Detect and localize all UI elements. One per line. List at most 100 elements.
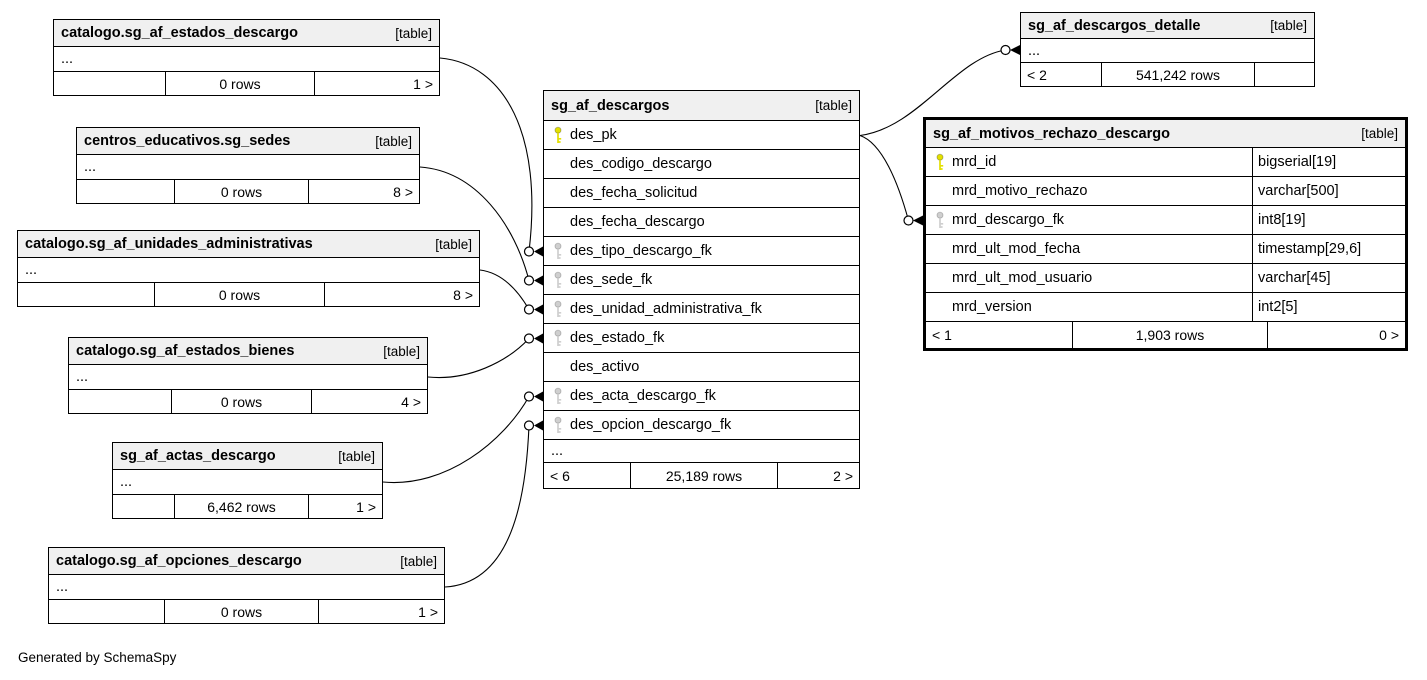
column-type: bigserial[19] bbox=[1252, 148, 1405, 176]
footer-left-degree: < 2 bbox=[1027, 66, 1047, 83]
footer-row-count: 0 rows bbox=[164, 600, 318, 623]
column-type: int2[5] bbox=[1252, 293, 1405, 321]
table-title: catalogo.sg_af_estados_bienes bbox=[76, 343, 295, 359]
footer-row-count: 25,189 rows bbox=[630, 463, 777, 488]
footer-row-count: 541,242 rows bbox=[1101, 63, 1254, 86]
column-row: des_acta_descargo_fk bbox=[544, 382, 859, 411]
column-type: timestamp[29,6] bbox=[1252, 235, 1405, 263]
table-header: catalogo.sg_af_estados_descargo [table] bbox=[54, 20, 439, 47]
column-name: mrd_id bbox=[952, 154, 997, 170]
table-title: sg_af_descargos bbox=[551, 97, 670, 114]
column-name: des_codigo_descargo bbox=[570, 156, 712, 172]
column-row: des_fecha_solicitud bbox=[544, 179, 859, 208]
table-unidades-administrativas[interactable]: catalogo.sg_af_unidades_administrativas … bbox=[17, 230, 480, 307]
footer-left-degree bbox=[49, 600, 164, 623]
table-header: sg_af_actas_descargo [table] bbox=[113, 443, 382, 470]
table-actas-descargo[interactable]: sg_af_actas_descargo [table] ... 6,462 r… bbox=[112, 442, 383, 519]
foreign-key-icon bbox=[551, 242, 565, 260]
foreign-key-icon bbox=[551, 271, 565, 289]
table-footer: 0 rows 8 > bbox=[77, 180, 419, 203]
footer-right-degree: 2 > bbox=[777, 463, 859, 488]
footer-row-count: 0 rows bbox=[171, 390, 311, 413]
edge-estados-bienes-to-des-estado-fk bbox=[427, 338, 530, 379]
footer-row-count: 0 rows bbox=[165, 72, 314, 95]
edge-des-pk-to-mrd-descargo-fk bbox=[859, 134, 910, 221]
table-title: sg_af_descargos_detalle bbox=[1028, 17, 1201, 34]
table-footer: 6,462 rows 1 > bbox=[113, 495, 382, 518]
table-header: catalogo.sg_af_opciones_descargo [table] bbox=[49, 548, 444, 575]
footer-right-degree: 1 > bbox=[318, 600, 444, 623]
column-name: mrd_motivo_rechazo bbox=[952, 183, 1088, 199]
footer-left-degree bbox=[54, 72, 165, 95]
column-row: des_unidad_administrativa_fk bbox=[544, 295, 859, 324]
edge-opciones-descargo-to-des-opcion-descargo-fk bbox=[444, 425, 530, 588]
table-sg-sedes[interactable]: centros_educativos.sg_sedes [table] ... … bbox=[76, 127, 420, 204]
footer-row-count: 0 rows bbox=[174, 180, 308, 203]
column-row: mrd_descargo_fk int8[19] bbox=[926, 206, 1405, 235]
table-descargos-detalle[interactable]: sg_af_descargos_detalle [table] ... < 2 … bbox=[1020, 12, 1315, 87]
column-name: mrd_version bbox=[952, 299, 1032, 315]
footer-row-count: 6,462 rows bbox=[174, 495, 308, 518]
table-opciones-descargo[interactable]: catalogo.sg_af_opciones_descargo [table]… bbox=[48, 547, 445, 624]
footer-left-degree bbox=[113, 495, 174, 518]
table-header: sg_af_motivos_rechazo_descargo [table] bbox=[926, 120, 1405, 148]
table-footer: 0 rows 4 > bbox=[69, 390, 427, 413]
column-row: mrd_id bigserial[19] bbox=[926, 148, 1405, 177]
table-footer: 0 rows 8 > bbox=[18, 283, 479, 306]
table-header: catalogo.sg_af_unidades_administrativas … bbox=[18, 231, 479, 258]
foreign-key-icon bbox=[551, 329, 565, 347]
footer-right-degree bbox=[1254, 63, 1314, 86]
collapsed-columns-row: ... bbox=[113, 470, 382, 495]
table-estados-bienes[interactable]: catalogo.sg_af_estados_bienes [table] ..… bbox=[68, 337, 428, 414]
footer-left-degree: < 1 bbox=[932, 327, 952, 343]
collapsed-columns-row: ... bbox=[69, 365, 427, 390]
column-name: des_opcion_descargo_fk bbox=[570, 417, 732, 433]
table-header: sg_af_descargos_detalle [table] bbox=[1021, 13, 1314, 39]
table-type-badge: [table] bbox=[1361, 126, 1398, 141]
column-row: des_estado_fk bbox=[544, 324, 859, 353]
foreign-key-icon bbox=[551, 300, 565, 318]
foreign-key-icon bbox=[551, 387, 565, 405]
collapsed-columns-row: ... bbox=[1021, 39, 1314, 63]
column-row: des_opcion_descargo_fk bbox=[544, 411, 859, 440]
column-row: mrd_version int2[5] bbox=[926, 293, 1405, 322]
column-name: des_fecha_solicitud bbox=[570, 185, 698, 201]
column-name: des_estado_fk bbox=[570, 330, 665, 346]
footer-left-degree bbox=[18, 283, 154, 306]
table-type-badge: [table] bbox=[375, 133, 412, 149]
column-name: mrd_ult_mod_fecha bbox=[952, 241, 1081, 257]
column-row: mrd_motivo_rechazo varchar[500] bbox=[926, 177, 1405, 206]
table-title: catalogo.sg_af_opciones_descargo bbox=[56, 553, 302, 569]
table-descargos[interactable]: sg_af_descargos [table] des_pk des_codig… bbox=[543, 90, 860, 489]
table-footer: 0 rows 1 > bbox=[54, 72, 439, 95]
footer-left-degree bbox=[77, 180, 174, 203]
column-row: des_pk bbox=[544, 121, 859, 150]
table-motivos-rechazo-descargo[interactable]: sg_af_motivos_rechazo_descargo [table] m… bbox=[923, 117, 1408, 351]
collapsed-columns-row: ... bbox=[18, 258, 479, 283]
column-name: mrd_descargo_fk bbox=[952, 212, 1065, 228]
column-type: varchar[45] bbox=[1252, 264, 1405, 292]
table-title: sg_af_motivos_rechazo_descargo bbox=[933, 125, 1170, 142]
column-name: des_pk bbox=[570, 127, 617, 143]
column-row: des_tipo_descargo_fk bbox=[544, 237, 859, 266]
table-type-badge: [table] bbox=[435, 236, 472, 252]
column-type: varchar[500] bbox=[1252, 177, 1405, 205]
table-footer: < 6 25,189 rows 2 > bbox=[544, 463, 859, 488]
column-name: des_tipo_descargo_fk bbox=[570, 243, 712, 259]
primary-key-icon bbox=[933, 153, 947, 171]
table-header: sg_af_descargos [table] bbox=[544, 91, 859, 121]
foreign-key-icon bbox=[933, 211, 947, 229]
column-name: des_fecha_descargo bbox=[570, 214, 705, 230]
table-type-badge: [table] bbox=[383, 343, 420, 359]
column-name: des_acta_descargo_fk bbox=[570, 388, 716, 404]
table-type-badge: [table] bbox=[338, 448, 375, 464]
table-title: centros_educativos.sg_sedes bbox=[84, 133, 291, 149]
footer-left-degree: < 6 bbox=[550, 467, 570, 484]
edge-estados-descargo-to-des-tipo-descargo-fk bbox=[439, 57, 533, 252]
column-row: des_fecha_descargo bbox=[544, 208, 859, 237]
table-estados-descargo[interactable]: catalogo.sg_af_estados_descargo [table] … bbox=[53, 19, 440, 96]
table-type-badge: [table] bbox=[400, 553, 437, 569]
table-header: centros_educativos.sg_sedes [table] bbox=[77, 128, 419, 155]
column-name: mrd_ult_mod_usuario bbox=[952, 270, 1093, 286]
column-row: mrd_ult_mod_fecha timestamp[29,6] bbox=[926, 235, 1405, 264]
